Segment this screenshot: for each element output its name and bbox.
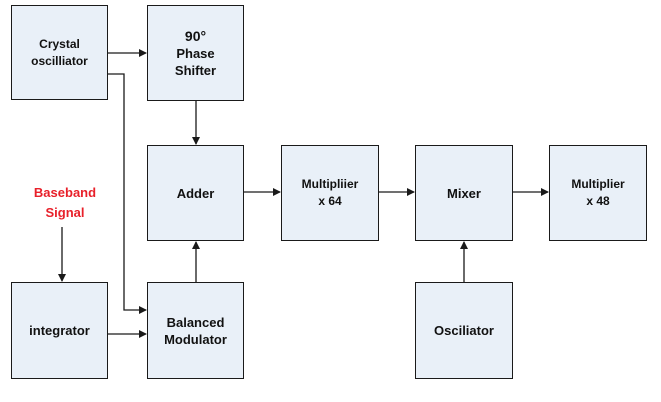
crystal-oscillator-block: Crystal oscilliator xyxy=(11,5,108,100)
block-label-line: Adder xyxy=(176,185,215,201)
block-label-line: x 64 xyxy=(318,194,342,208)
integrator-block: integrator xyxy=(11,282,108,379)
arrow-crystal-to-balanced xyxy=(108,73,147,314)
multiplier-x64-block: Multipliier x 64 xyxy=(281,145,379,241)
adder-block: Adder xyxy=(147,145,244,241)
block-label-line: Modulator xyxy=(164,331,227,347)
multiplier-x48-block: Multiplier x 48 xyxy=(549,145,647,241)
baseband-signal-label: Baseband Signal xyxy=(25,183,105,223)
mixer-block: Mixer xyxy=(415,145,513,241)
phase-shifter-block: 90° Phase Shifter xyxy=(147,5,244,101)
block-label-line: Multipliier xyxy=(301,177,359,191)
block-label-line: Shifter xyxy=(174,62,217,78)
block-label-line: oscilliator xyxy=(31,53,88,68)
block-label-line: 90° xyxy=(184,27,207,44)
block-label-line: x 48 xyxy=(586,194,610,208)
input-label-line: Baseband xyxy=(33,185,97,200)
block-label-line: Phase xyxy=(176,45,215,61)
block-label-line: Multiplier xyxy=(571,177,625,191)
block-label-line: integrator xyxy=(29,323,90,338)
balanced-modulator-block: Balanced Modulator xyxy=(147,282,244,379)
oscillator-block: Osciliator xyxy=(415,282,513,379)
block-label-line: Mixer xyxy=(447,185,481,201)
block-label-line: Osciliator xyxy=(434,323,494,338)
block-label-line: Crystal xyxy=(39,36,80,51)
input-label-line: Signal xyxy=(45,205,85,220)
block-label-line: Balanced xyxy=(166,314,225,330)
